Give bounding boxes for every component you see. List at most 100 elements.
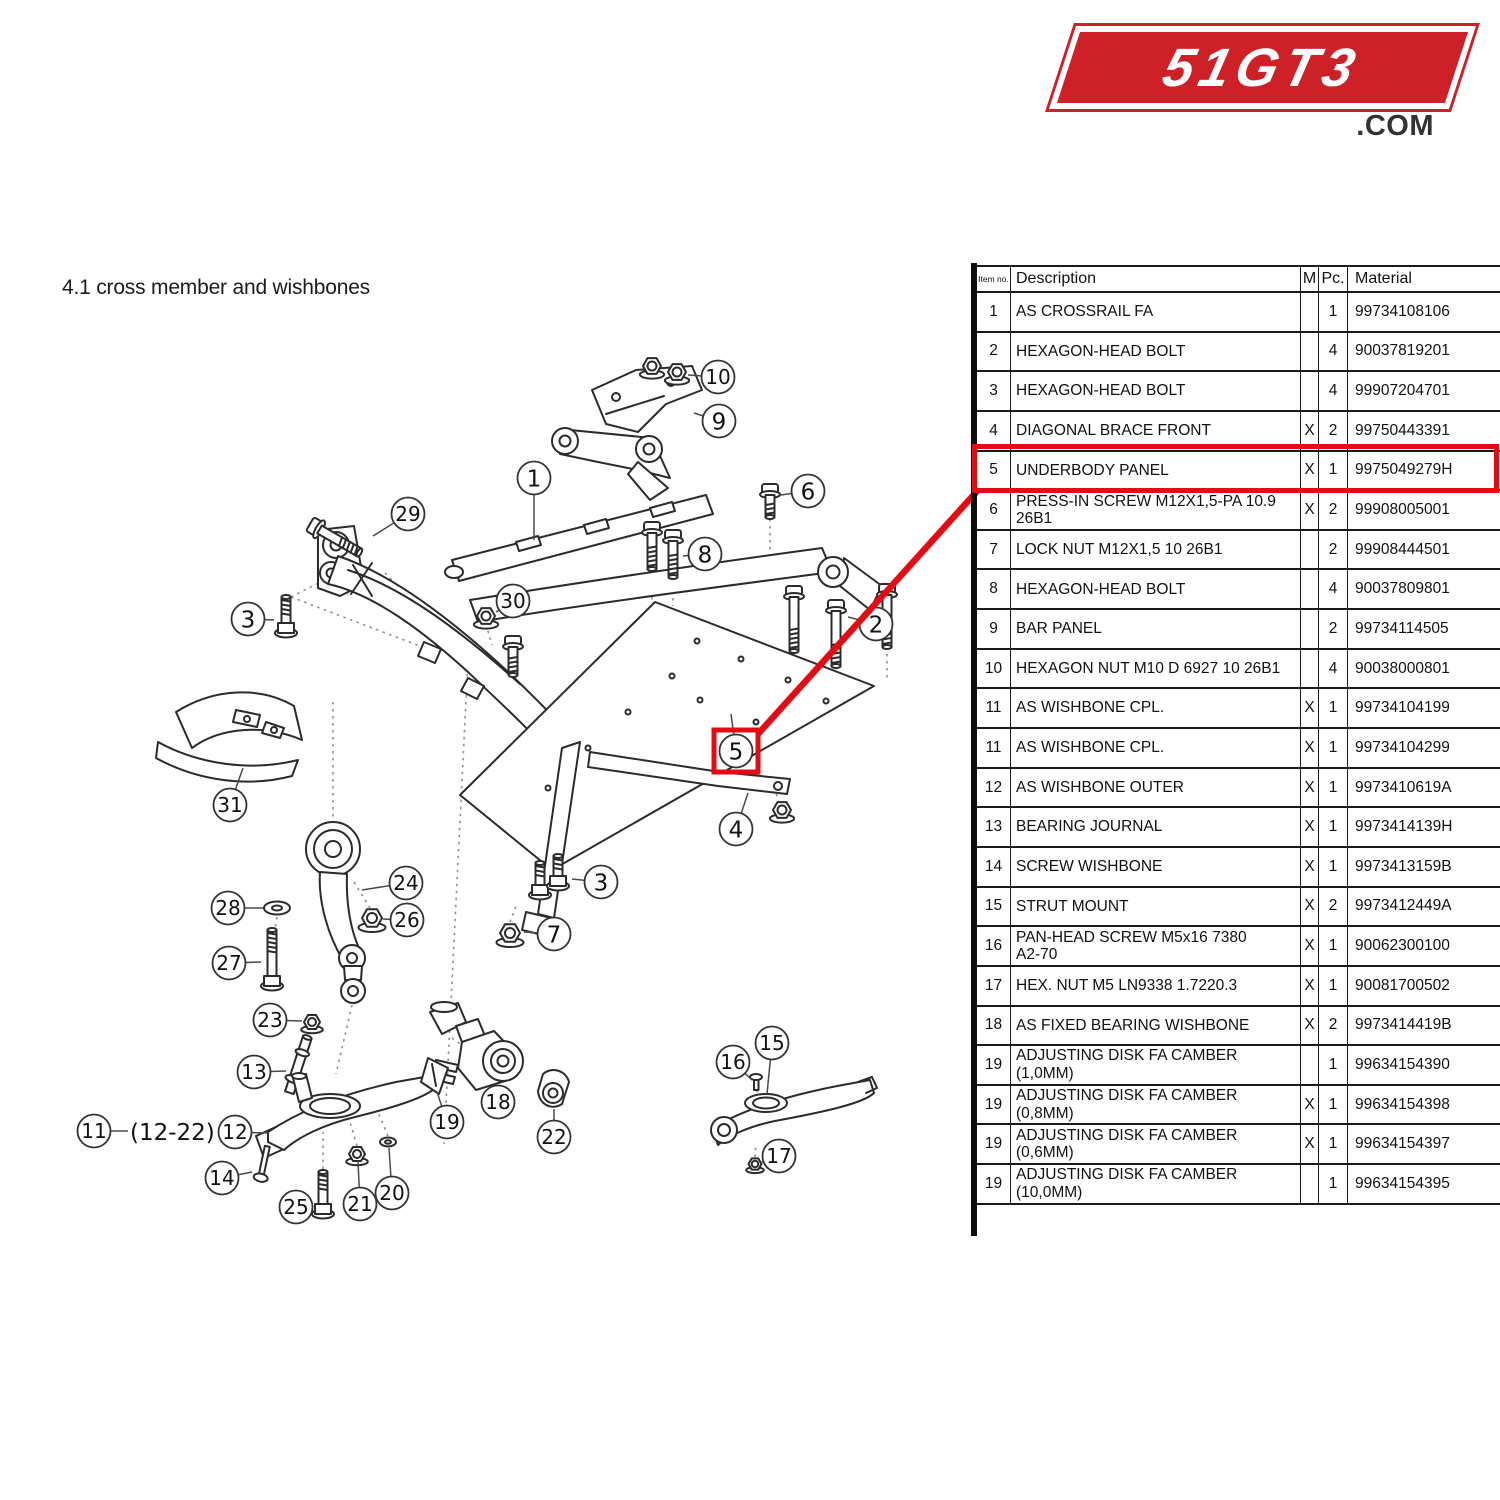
callout-5: 5 (718, 733, 754, 769)
cell-description: AS WISHBONE CPL. (1011, 729, 1301, 767)
cell-material: 90037819201 (1355, 342, 1450, 360)
cell-description: HEXAGON-HEAD BOLT (1011, 332, 1301, 371)
cell-material: 99908005001 (1355, 501, 1450, 519)
callout-10: 10 (700, 359, 736, 395)
callout-24: 24 (388, 865, 424, 901)
cell-item-no: 16 (977, 927, 1011, 965)
cell-material: 9975049279H (1355, 461, 1453, 479)
cell-m (1301, 372, 1319, 410)
cell-item-no: 19 (977, 1085, 1011, 1124)
svg-text:20: 20 (379, 1181, 404, 1205)
cell-pc: 1 (1319, 847, 1348, 886)
callout-27: 27 (211, 945, 247, 981)
cell-m (1301, 649, 1319, 688)
cell-pc: 1 (1319, 729, 1348, 767)
callout-6: 6 (790, 473, 826, 509)
callout-3: 3 (230, 601, 266, 637)
cell-pc: 2 (1319, 411, 1348, 450)
svg-text:12: 12 (222, 1120, 247, 1144)
callout-8: 8 (687, 536, 723, 572)
svg-text:7: 7 (547, 922, 562, 948)
cell-material: 90037809801 (1355, 580, 1450, 598)
svg-text:18: 18 (485, 1090, 510, 1114)
cell-description: AS WISHBONE OUTER (1011, 768, 1301, 807)
cell-material: 99908444501 (1355, 540, 1450, 558)
svg-text:8: 8 (698, 542, 713, 568)
callout-23: 23 (252, 1002, 288, 1038)
cell-pc: 4 (1319, 649, 1348, 688)
highlight-marks (711, 486, 982, 775)
cell-description: AS WISHBONE CPL. (1011, 689, 1301, 728)
svg-text:11: 11 (81, 1119, 106, 1143)
svg-text:28: 28 (215, 896, 240, 920)
highlight-callout-box (711, 727, 761, 775)
cell-material: 99634154397 (1355, 1135, 1450, 1153)
cell-item-no: 11 (977, 689, 1011, 728)
site-logo[interactable]: 51GT3 (1056, 32, 1468, 103)
svg-text:22: 22 (541, 1125, 566, 1149)
cell-m: X (1301, 491, 1319, 529)
cell-item-no: 2 (977, 332, 1011, 371)
svg-text:3: 3 (241, 607, 256, 633)
header-material: Material (1355, 270, 1412, 287)
cell-material: 9973413159B (1355, 857, 1452, 875)
cell-description: HEXAGON-HEAD BOLT (1011, 570, 1301, 609)
header-pc: Pc. (1319, 267, 1348, 291)
cell-m: X (1301, 1125, 1319, 1164)
callout-7: 7 (536, 916, 572, 952)
cell-pc: 2 (1319, 1006, 1348, 1045)
cell-description: AS CROSSRAIL FA (1011, 293, 1301, 331)
cell-pc: 1 (1319, 1125, 1348, 1164)
cell-material: 9973412449A (1355, 897, 1452, 915)
cell-material: 90038000801 (1355, 659, 1450, 677)
cell-description: LOCK NUT M12X1,5 10 26B1 (1011, 530, 1301, 569)
svg-text:27: 27 (216, 951, 241, 975)
cell-pc: 1 (1319, 768, 1348, 807)
svg-text:6: 6 (801, 479, 816, 505)
cell-m: X (1301, 1006, 1319, 1045)
cell-pc: 1 (1319, 689, 1348, 728)
cell-pc: 4 (1319, 332, 1348, 371)
callout-18: 18 (480, 1084, 516, 1120)
svg-text:21: 21 (347, 1192, 372, 1216)
cell-item-no: 19 (977, 1046, 1011, 1084)
cell-description: SCREW WISHBONE (1011, 847, 1301, 886)
cell-material: 99634154398 (1355, 1095, 1450, 1113)
cell-pc: 1 (1319, 1085, 1348, 1124)
callout-22: 22 (536, 1119, 572, 1155)
cell-pc: 4 (1319, 570, 1348, 609)
svg-text:26: 26 (394, 908, 419, 932)
cell-description: ADJUSTING DISK FA CAMBER (1,0MM) (1011, 1046, 1301, 1084)
cell-m: X (1301, 451, 1319, 490)
cell-item-no: 1 (977, 293, 1011, 331)
cell-material: 99750443391 (1355, 421, 1450, 439)
svg-text:5: 5 (729, 739, 744, 765)
cell-description: PAN-HEAD SCREW M5x16 7380 A2-70 (1011, 927, 1301, 965)
svg-text:19: 19 (434, 1110, 459, 1134)
callout-1: 1 (516, 460, 552, 496)
cell-m (1301, 610, 1319, 648)
cell-item-no: 3 (977, 372, 1011, 410)
logo-brand-text: 51GT3 (1157, 37, 1368, 98)
cell-item-no: 17 (977, 966, 1011, 1005)
cell-pc: 1 (1319, 808, 1348, 846)
cell-description: HEX. NUT M5 LN9338 1.7220.3 (1011, 966, 1301, 1005)
cell-item-no: 6 (977, 491, 1011, 529)
svg-text:17: 17 (766, 1144, 791, 1168)
callout-19: 19 (429, 1104, 465, 1140)
cell-description: ADJUSTING DISK FA CAMBER (0,8MM) (1011, 1085, 1301, 1124)
cell-description: BEARING JOURNAL (1011, 808, 1301, 846)
cell-item-no: 9 (977, 610, 1011, 648)
cell-item-no: 14 (977, 847, 1011, 886)
highlight-connector-line (755, 486, 982, 737)
